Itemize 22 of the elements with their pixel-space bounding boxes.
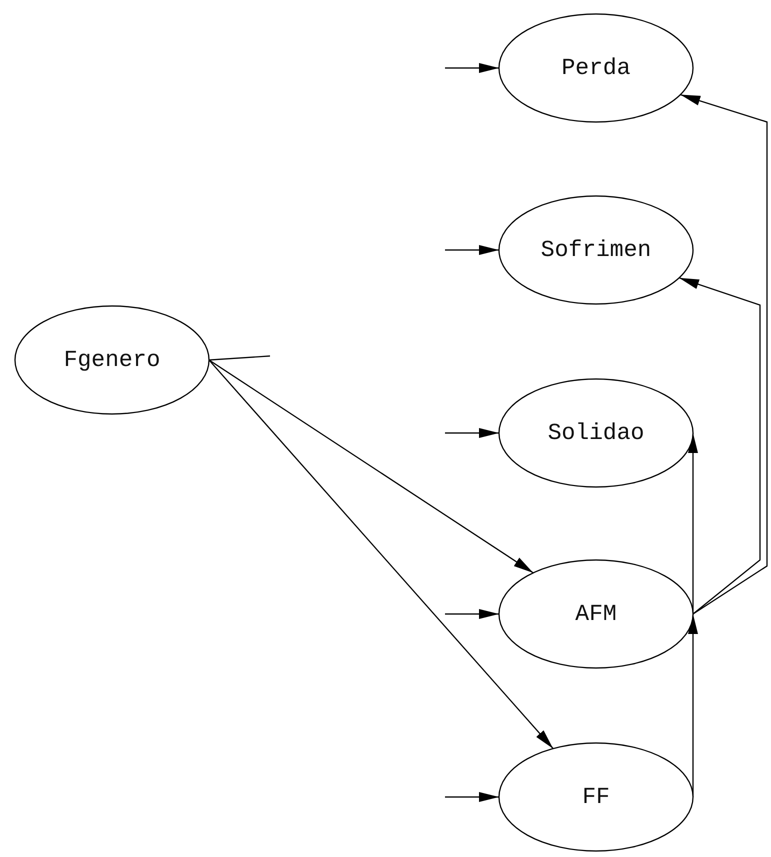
- variable-ellipse: [498, 559, 694, 669]
- node-label: AFM: [575, 601, 617, 627]
- arrow: [445, 245, 499, 255]
- node-label: Perda: [561, 55, 630, 81]
- node-label: Solidao: [548, 420, 644, 446]
- arrow: [445, 792, 499, 802]
- arrow: [208, 360, 554, 749]
- arrow: [445, 609, 499, 619]
- arrow: [680, 94, 768, 614]
- variable-ellipse: [498, 378, 694, 488]
- node-label: Sofrimen: [540, 237, 652, 263]
- variable-ellipse: [498, 742, 694, 852]
- arrow: [208, 360, 534, 574]
- node-label: Fgenero: [64, 347, 160, 373]
- connector-line: [208, 355, 270, 361]
- variable-ellipse: [498, 195, 694, 305]
- arrow: [678, 277, 761, 614]
- arrow: [445, 63, 499, 73]
- node-label: FF: [582, 784, 610, 810]
- variable-ellipse: [14, 305, 210, 415]
- arrow: [445, 428, 499, 438]
- variable-ellipse: [498, 13, 694, 123]
